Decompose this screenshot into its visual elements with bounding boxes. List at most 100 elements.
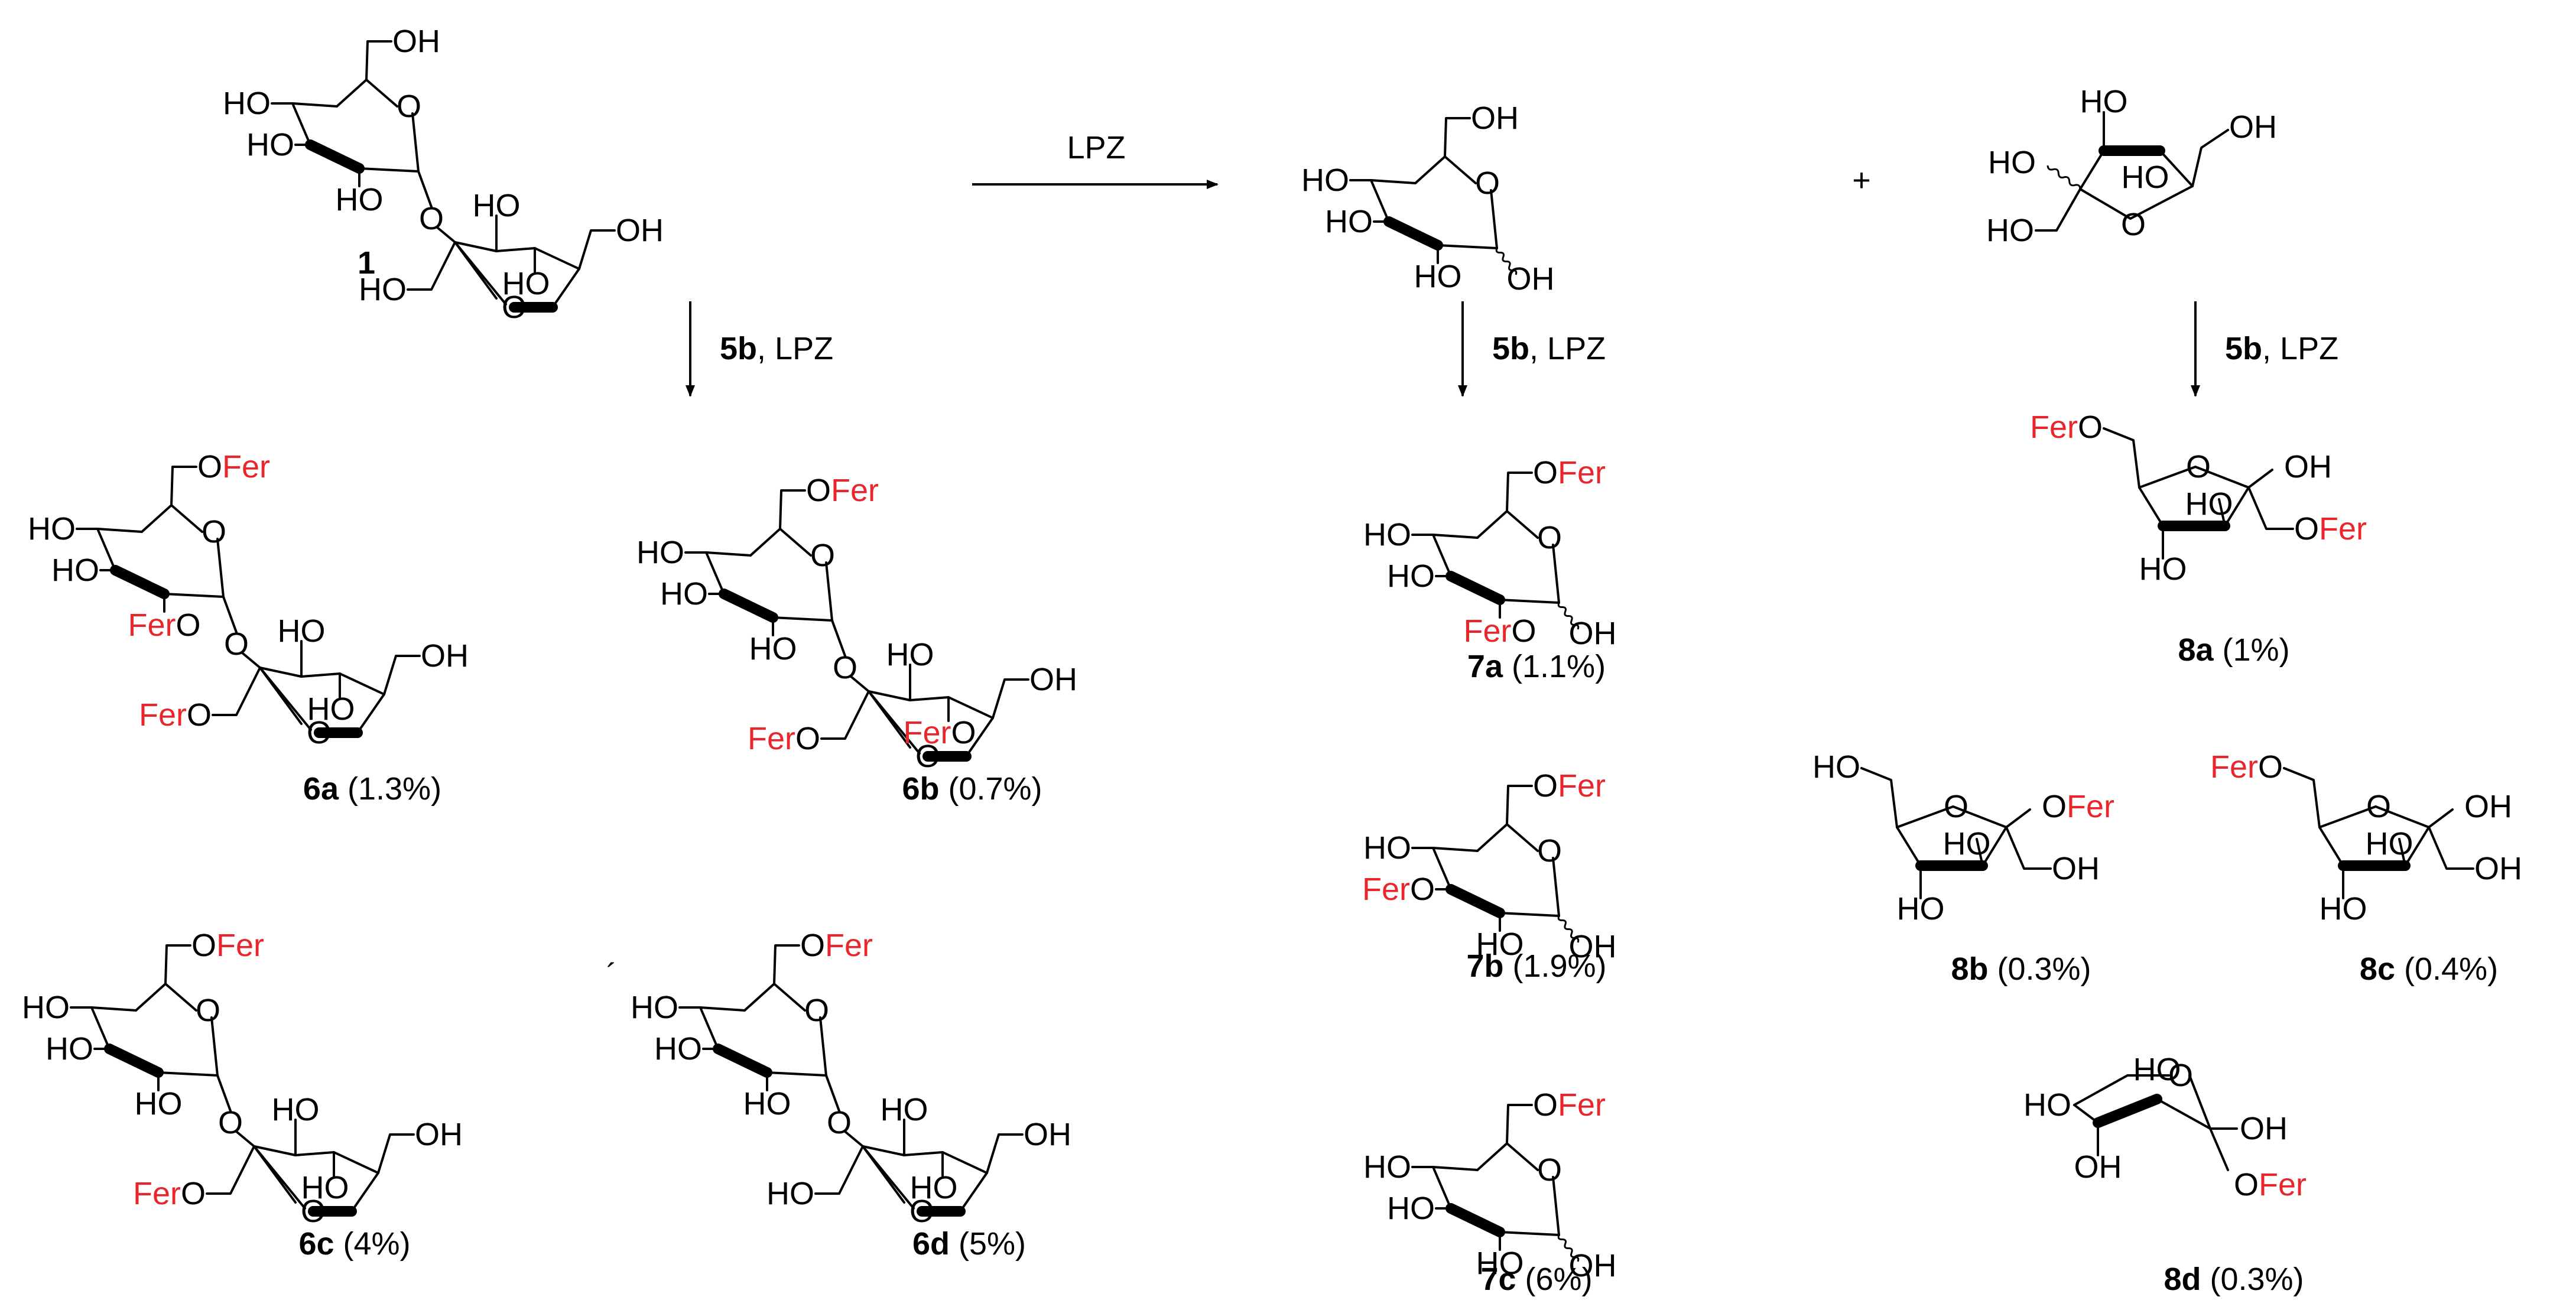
compound-id: 7b (1466, 948, 1503, 984)
label-part: OH (1471, 100, 1519, 136)
label-part: OH (2284, 449, 2332, 485)
c6-substituent: OH (2229, 109, 2277, 145)
bond (965, 717, 994, 758)
label-part: HO (246, 127, 294, 162)
c2-substituent: HO (1414, 259, 1462, 294)
acyl-donor: 5b (2225, 331, 2262, 366)
compound-id: 1 (358, 245, 375, 281)
label-part: HO (1414, 259, 1462, 294)
label-part: O (909, 1194, 934, 1229)
ferulate-label: Fer (2210, 749, 2258, 785)
c4-substituent: HO (307, 691, 355, 727)
compound-yield: (1.9%) (1503, 948, 1606, 984)
bond (862, 1145, 915, 1210)
ring-oxygen: O (810, 538, 835, 573)
label-part: OH (2464, 789, 2512, 824)
label-part: O (804, 993, 829, 1028)
label-part: O (806, 473, 831, 508)
label-part: O (397, 89, 421, 124)
label-part: HO (749, 631, 797, 667)
c6-substituent: FerO (2210, 749, 2283, 785)
bond (336, 79, 398, 108)
ferulate-label: Fer (216, 928, 264, 963)
label-part: HO (2023, 1087, 2071, 1123)
bond (1414, 155, 1477, 184)
bond (2318, 805, 2430, 828)
ferulate-label: Fer (831, 473, 879, 508)
c1-substituent: OFer (2294, 511, 2367, 547)
wavy-bond (1557, 602, 1580, 630)
c6-substituent: OFer (806, 473, 879, 508)
bond (831, 619, 846, 657)
ferulate-label: Fer (2067, 789, 2114, 824)
ring-oxygen: O (301, 1194, 326, 1229)
bond (2428, 808, 2454, 828)
c1-substituent: FerO (139, 697, 212, 733)
c3-substituent: HO (272, 1092, 320, 1127)
plus-sign: + (1852, 162, 1871, 198)
label-part: HO (223, 86, 271, 121)
c1-substituent: OH (2052, 851, 2100, 886)
ring-oxygen: O (2121, 207, 2146, 242)
bond (383, 655, 421, 695)
c4-substituent: FerO (903, 715, 976, 750)
bond (235, 1130, 255, 1148)
bond (1976, 838, 1984, 867)
label-part: HO (2122, 160, 2169, 195)
c4-substituent: HO (223, 86, 271, 121)
label-part: OH (2474, 851, 2522, 886)
c1-hydroxyl: OH (1507, 261, 1555, 297)
c4-substituent: HO (1363, 517, 1411, 552)
bond (868, 690, 921, 755)
label-part: HO (1387, 1191, 1435, 1226)
label-part: O (2121, 207, 2146, 242)
bond (407, 241, 456, 291)
label-part: OH (1569, 616, 1617, 651)
bond (844, 1130, 864, 1148)
bond (2191, 129, 2229, 187)
ferulate-label: Fer (1558, 768, 1606, 804)
bold-bond (2093, 1094, 2162, 1128)
c4-substituent: HO (910, 1170, 958, 1205)
bold-bond (1445, 571, 1505, 605)
c2-substituent: HO (336, 182, 384, 217)
bond (749, 528, 812, 557)
bond (2005, 808, 2031, 828)
label-part: O (197, 449, 222, 485)
bond (773, 944, 800, 985)
label-part: O (2186, 449, 2211, 485)
c2-substituent: FerO (1463, 613, 1536, 649)
ring-oxygen: O (202, 514, 226, 550)
c4-substituent: HO (2320, 891, 2367, 927)
label-part: O (187, 697, 212, 733)
wavy-bond (1557, 1234, 1580, 1262)
bond (2035, 188, 2081, 232)
c6-substituent: OH (1029, 662, 1077, 697)
bond (141, 504, 203, 533)
label-part: O (1537, 1152, 1562, 1188)
bond (2209, 1127, 2229, 1171)
label-part: O (1533, 1087, 1558, 1123)
ring-oxygen: O (804, 993, 829, 1028)
bond (814, 1145, 864, 1195)
label-part: O (307, 715, 332, 750)
bond (2404, 826, 2430, 867)
c1-substituent: FerO (748, 721, 820, 756)
c6-substituent: HO (1812, 749, 1860, 785)
label-part: HO (886, 637, 934, 672)
label-part: O (915, 739, 940, 774)
c6-substituent: OFer (191, 928, 264, 963)
label-part: HO (631, 990, 678, 1025)
c6-substituent: OH (616, 213, 664, 248)
label-part: OH (1569, 929, 1617, 964)
label-part: HO (1363, 1149, 1411, 1185)
compound-id: 6d (912, 1226, 950, 1262)
ring-oxygen: O (307, 715, 332, 750)
bold-bond (713, 1044, 772, 1078)
